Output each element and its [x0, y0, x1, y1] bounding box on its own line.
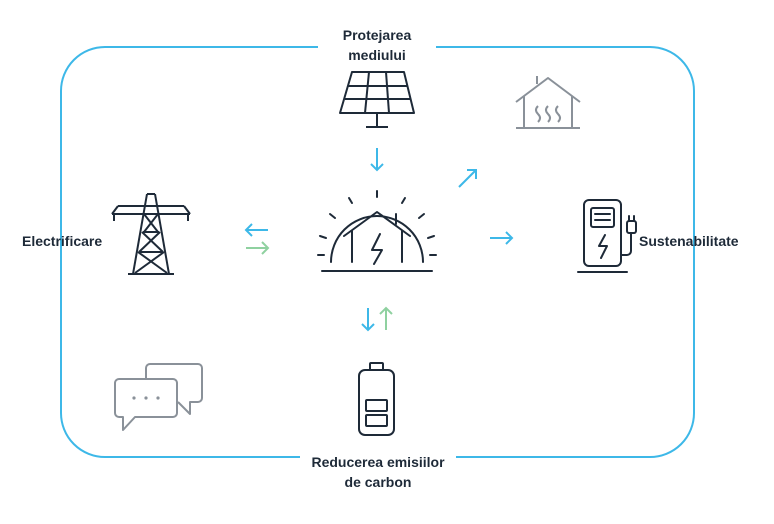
chat-bubbles-icon: [114, 363, 203, 431]
ev-charger-icon: [577, 199, 637, 273]
arrow-from-pylon: [246, 241, 270, 255]
heated-house-icon: [515, 76, 581, 129]
arrow-to-battery: [361, 308, 375, 332]
arrow-to-pylon: [244, 223, 268, 237]
power-pylon-icon: [111, 193, 191, 275]
label-electrification: Electrificare: [22, 233, 103, 249]
label-sustainability: Sustenabilitate: [639, 233, 739, 249]
arrow-top-down: [370, 148, 384, 172]
solar-panel-icon: [339, 71, 415, 128]
label-carbon-reduction: Reducerea emisiilor de carbon: [300, 452, 456, 492]
arrow-diagonal-up-right: [458, 169, 477, 188]
smart-energy-home-icon: [317, 190, 437, 272]
battery-icon: [358, 362, 395, 436]
label-environment-protection: Protejarea mediului: [318, 25, 436, 65]
label-top-line1: Protejarea: [342, 27, 412, 43]
label-bottom-line2: de carbon: [344, 474, 412, 490]
label-bottom-line1: Reducerea emisiilor: [311, 454, 445, 470]
label-top-line2: mediului: [348, 47, 406, 63]
arrow-to-charger: [490, 231, 514, 245]
arrow-from-battery: [379, 306, 393, 330]
